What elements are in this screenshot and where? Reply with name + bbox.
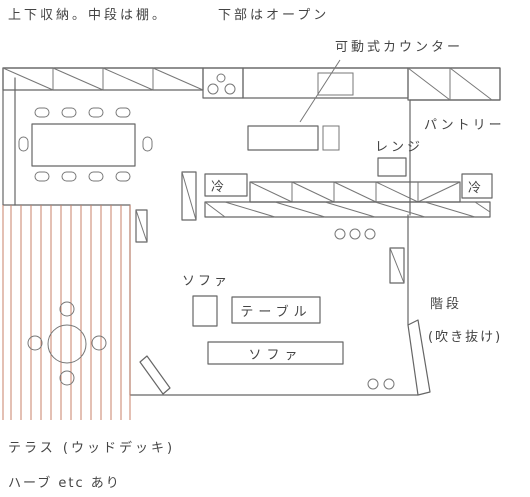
deck-furniture (27, 301, 107, 386)
range (377, 157, 407, 177)
fridge-left-label: 冷 (210, 179, 229, 195)
pantry-label: パントリー (424, 118, 505, 133)
wood-deck (2, 205, 131, 420)
table-label: テーブル (240, 304, 312, 320)
tall-cabinet (181, 171, 197, 221)
stairs-wedge (407, 319, 431, 396)
lower-open-note: 下部はオープン (218, 8, 330, 23)
storage-note: 上下収納。中段は棚。 (8, 8, 169, 23)
upper-storage-cabinet (2, 67, 204, 91)
fridge-left (204, 173, 248, 197)
fridge-right (461, 173, 493, 199)
movable-counter-label: 可動式カウンター (335, 40, 464, 55)
stairwell-label: (吹き抜け) (428, 330, 503, 345)
living-furniture (135, 209, 405, 395)
kitchen-counter-top (242, 67, 501, 101)
stairs-label: 階段 (430, 297, 463, 312)
sofa-small-label: ソファ (182, 274, 231, 289)
movable-counter (247, 59, 341, 151)
sink-cooktop (202, 67, 244, 99)
back-counter (249, 181, 461, 203)
sofa-long-label: ソファ (248, 347, 303, 363)
dining-set (18, 107, 153, 182)
fridge-right-label: 冷 (467, 180, 486, 196)
terrace-label: テラス (ウッドデッキ) (8, 441, 176, 456)
range-label: レンジ (375, 140, 424, 155)
burners (334, 228, 376, 240)
lower-counter (204, 201, 491, 218)
herbs-label: ハーブ etc あり (8, 476, 121, 491)
